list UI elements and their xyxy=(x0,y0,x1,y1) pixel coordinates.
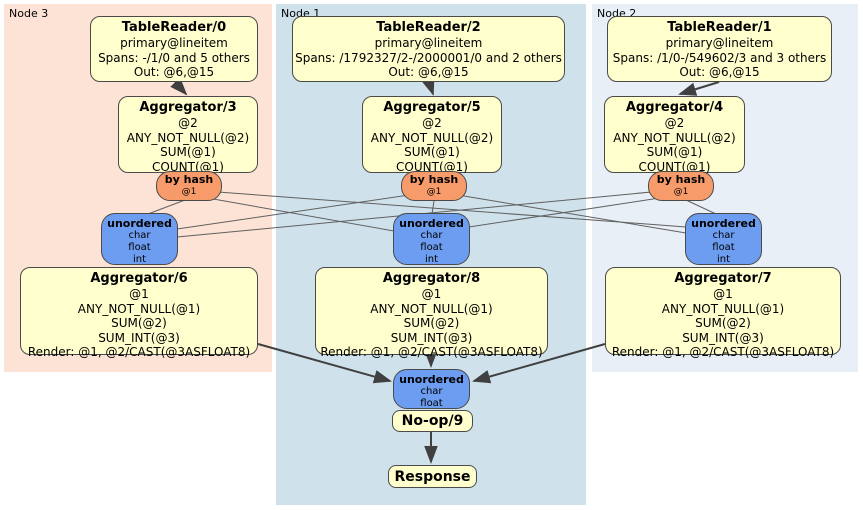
router-detail: @1 xyxy=(426,187,442,197)
processor-tablereader-2: TableReader/2 primary@lineitem Spans: /1… xyxy=(292,16,565,82)
router-by-hash-3: by hash @1 xyxy=(156,171,222,201)
processor-tablereader-0: TableReader/0 primary@lineitem Spans: -/… xyxy=(90,16,258,82)
sync-title: unordered xyxy=(107,217,172,230)
sync-unordered-left: unordered char float int xyxy=(101,213,178,265)
processor-title: TableReader/2 xyxy=(376,20,481,35)
processor-detail: SUM(@2) xyxy=(111,316,167,330)
router-title: by hash xyxy=(409,173,459,186)
processor-detail: ANY_NOT_NULL(@2) xyxy=(126,130,250,145)
sync-stream-type: float xyxy=(712,242,735,253)
processor-title: Aggregator/4 xyxy=(625,100,724,115)
processor-detail: SUM_INT(@3) xyxy=(682,330,764,345)
processor-aggregator-6: Aggregator/6 @1 ANY_NOT_NULL(@1) SUM(@2)… xyxy=(20,267,258,359)
processor-detail: ANY_NOT_NULL(@2) xyxy=(613,130,736,145)
processor-detail: @1 xyxy=(421,287,442,301)
router-detail: @1 xyxy=(181,187,197,197)
processor-detail: Render: @1, @2/CAST(@3ASFLOAT8) xyxy=(611,345,835,359)
node-label: Node 3 xyxy=(9,7,49,20)
sync-stream-type: char xyxy=(420,386,443,397)
router-title: by hash xyxy=(164,173,214,186)
processor-detail: SUM(@1) xyxy=(646,145,703,159)
processor-title: Aggregator/7 xyxy=(674,271,772,286)
sync-stream-type: float xyxy=(420,242,443,253)
processor-detail: Render: @1, @2/CAST(@3ASFLOAT8) xyxy=(27,345,251,359)
sync-title: unordered xyxy=(399,217,464,230)
sync-unordered-right: unordered char float int xyxy=(685,213,762,265)
processor-detail: Out: @6,@15 xyxy=(679,65,760,79)
processor-detail: Spans: /1/0-/549602/3 and 3 others xyxy=(612,50,827,65)
processor-detail: SUM_INT(@3) xyxy=(98,330,180,345)
sync-stream-type: float xyxy=(420,398,443,409)
processor-detail: primary@lineitem xyxy=(665,36,774,50)
processor-detail: SUM(@2) xyxy=(403,316,460,330)
processor-title: Aggregator/8 xyxy=(382,271,481,286)
sync-stream-type: char xyxy=(420,230,443,241)
processor-title: TableReader/0 xyxy=(121,20,227,35)
processor-aggregator-5: Aggregator/5 @2 ANY_NOT_NULL(@2) SUM(@1)… xyxy=(362,96,502,174)
sync-stream-type: float xyxy=(128,242,151,253)
sync-stream-type: int xyxy=(424,254,439,265)
processor-title: Aggregator/6 xyxy=(90,271,188,286)
processor-detail: @1 xyxy=(713,287,733,301)
processor-detail: ANY_NOT_NULL(@1) xyxy=(370,301,493,316)
processor-detail: Out: @6,@15 xyxy=(133,65,215,79)
processor-detail: COUNT(@1) xyxy=(152,159,224,174)
router-by-hash-4: by hash @1 xyxy=(648,171,714,201)
processor-detail: COUNT(@1) xyxy=(638,159,711,174)
processor-detail: COUNT(@1) xyxy=(396,159,468,174)
processor-detail: SUM_INT(@3) xyxy=(390,330,473,345)
processor-detail: SUM(@1) xyxy=(160,145,216,159)
router-by-hash-5: by hash @1 xyxy=(401,171,467,201)
processor-detail: @2 xyxy=(178,116,198,130)
sync-stream-type: int xyxy=(132,254,147,265)
processor-detail: ANY_NOT_NULL(@1) xyxy=(661,301,785,316)
sync-stream-type: char xyxy=(712,230,735,241)
router-detail: @1 xyxy=(673,187,689,197)
processor-detail: @2 xyxy=(664,116,685,130)
processor-title: Aggregator/3 xyxy=(139,100,237,115)
sync-unordered-final: unordered char float xyxy=(393,369,470,409)
sync-title: unordered xyxy=(399,373,464,386)
sync-unordered-middle: unordered char float int xyxy=(393,213,470,265)
processor-title: Response xyxy=(394,468,471,485)
processor-response: Response xyxy=(388,465,477,488)
processor-detail: Spans: /1792327/2-/2000001/0 and 2 other… xyxy=(295,50,562,65)
processor-detail: @2 xyxy=(422,116,442,130)
processor-detail: primary@lineitem xyxy=(374,36,483,50)
processor-noop-9: No-op/9 xyxy=(392,410,473,432)
processor-aggregator-8: Aggregator/8 @1 ANY_NOT_NULL(@1) SUM(@2)… xyxy=(315,267,548,359)
router-title: by hash xyxy=(656,173,706,186)
processor-aggregator-4: Aggregator/4 @2 ANY_NOT_NULL(@2) SUM(@1)… xyxy=(604,96,745,174)
sync-stream-type: int xyxy=(716,254,731,265)
processor-detail: SUM(@1) xyxy=(404,145,460,159)
processor-detail: Spans: -/1/0 and 5 others xyxy=(98,50,250,65)
processor-detail: ANY_NOT_NULL(@1) xyxy=(77,301,201,316)
processor-detail: primary@lineitem xyxy=(120,36,228,50)
processor-detail: @1 xyxy=(129,287,149,301)
processor-detail: Render: @1, @2/CAST(@3ASFLOAT8) xyxy=(320,345,543,359)
processor-detail: Out: @6,@15 xyxy=(388,65,469,79)
processor-title: TableReader/1 xyxy=(667,20,772,35)
processor-title: Aggregator/5 xyxy=(383,100,481,115)
processor-aggregator-7: Aggregator/7 @1 ANY_NOT_NULL(@1) SUM(@2)… xyxy=(605,267,841,359)
processor-tablereader-1: TableReader/1 primary@lineitem Spans: /1… xyxy=(607,16,832,82)
processor-title: No-op/9 xyxy=(401,413,464,429)
processor-detail: ANY_NOT_NULL(@2) xyxy=(370,130,494,145)
sync-title: unordered xyxy=(691,217,756,230)
processor-aggregator-3: Aggregator/3 @2 ANY_NOT_NULL(@2) SUM(@1)… xyxy=(118,96,258,174)
processor-detail: SUM(@2) xyxy=(695,316,751,330)
sync-stream-type: char xyxy=(128,230,151,241)
